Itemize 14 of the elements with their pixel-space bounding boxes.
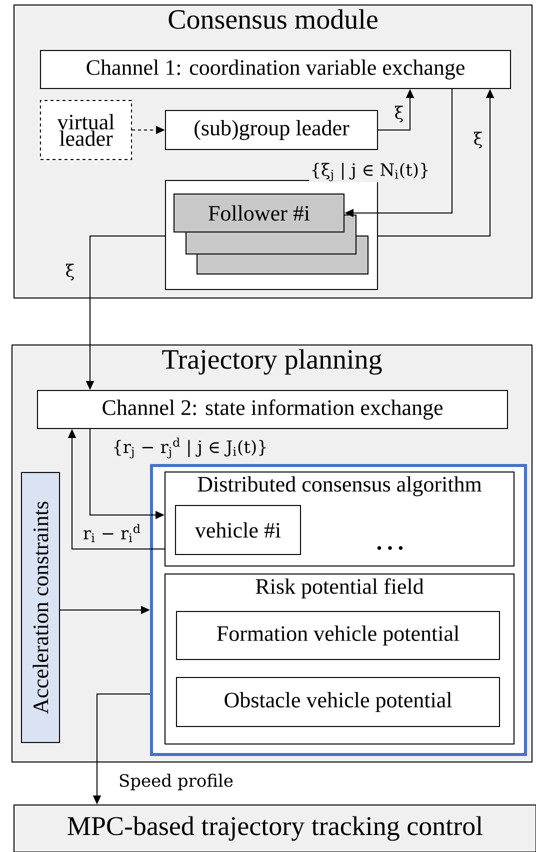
follower-box: Follower #i	[174, 194, 344, 232]
edge-label: r$_{i}$ − r$_{i}$d	[82, 522, 142, 544]
edge-label: {r$_{j}$ − r$_{j}$$^{d}$ | j ∈ J$_{i}$(t)}	[111, 436, 269, 460]
edge-label: Speed profile	[118, 772, 234, 792]
leader-box: virtual leader	[40, 100, 132, 160]
channel-box: Channel 2: state information exchange	[37, 390, 508, 429]
control-box: MPC-based trajectory tracking control	[14, 804, 536, 852]
potential-box: Obstacle vehicle potential	[176, 677, 500, 727]
channel-box: Channel 1: coordination variable exchange	[40, 50, 511, 89]
leader-box: (sub)group leader	[165, 110, 378, 150]
constraint-bar: Acceleration constraints	[21, 472, 60, 743]
vehicle-box: vehicle #i	[175, 505, 301, 555]
potential-box: Formation vehicle potential	[176, 611, 500, 660]
edge-label: {ξ$_{j}$ | j ∈ N$_{i}$(t)}	[309, 162, 431, 182]
